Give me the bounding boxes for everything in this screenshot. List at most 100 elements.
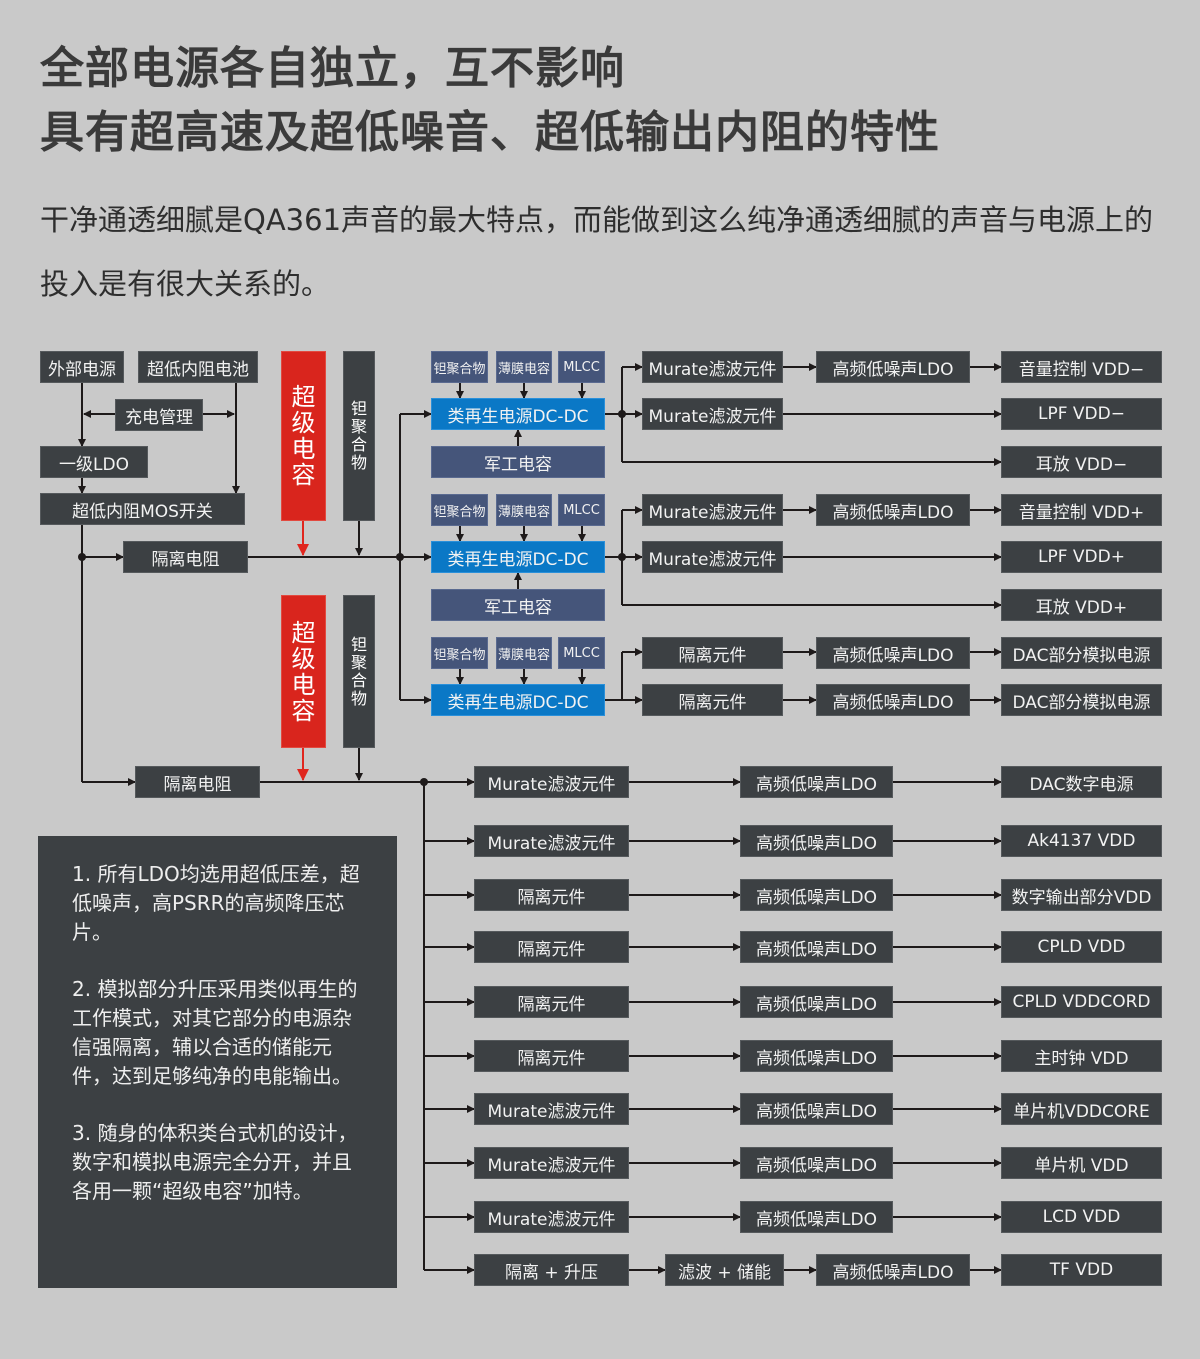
power-output-box: 音量控制 VDD+ xyxy=(1001,494,1162,526)
supercap-char: 容 xyxy=(291,696,316,725)
supercap-char: 超 xyxy=(291,383,316,411)
charge-management-box: 充电管理 xyxy=(115,399,203,431)
power-output-box: LPF VDD+ xyxy=(1001,541,1162,573)
dcdc-converter-box: 类再生电源DC-DC xyxy=(431,684,605,716)
low-noise-ldo-box: 高频低噪声LDO xyxy=(816,684,970,716)
mos-switch-box: 超低内阻MOS开关 xyxy=(40,493,245,525)
isolation-resistor-box: 隔离电阻 xyxy=(135,766,260,798)
supercap-char: 级 xyxy=(291,644,316,673)
headline-line-2: 具有超高速及超低噪音、超低输出内阻的特性 xyxy=(40,107,940,158)
junction-dot xyxy=(618,410,626,418)
dcdc-converter-box: 类再生电源DC-DC xyxy=(431,541,605,573)
filter-component-box: Murate滤波元件 xyxy=(474,1147,629,1179)
filter-component-box: 隔离元件 xyxy=(474,1040,629,1072)
tantalum-char: 合 xyxy=(350,435,367,454)
tantalum-polymer-box: 钽聚合物 xyxy=(343,595,375,748)
film-cap-box: 薄膜电容 xyxy=(496,637,552,669)
tantalum-char: 合 xyxy=(350,670,367,690)
tantalum-char: 钽 xyxy=(350,399,367,418)
low-noise-ldo-box: 高频低噪声LDO xyxy=(816,637,970,669)
notes-panel: 1. 所有LDO均选用超低压差，超低噪声，高PSRR的高频降压芯片。 2. 模拟… xyxy=(38,836,397,1288)
note-1: 1. 所有LDO均选用超低压差，超低噪声，高PSRR的高频降压芯片。 xyxy=(72,862,360,944)
filter-component-box: 隔离元件 xyxy=(642,637,783,669)
filter-component-box: Murate滤波元件 xyxy=(642,398,783,430)
military-capacitor-box: 军工电容 xyxy=(431,446,605,478)
filter-component-box: Murate滤波元件 xyxy=(642,541,783,573)
tantalum-char: 聚 xyxy=(350,417,367,436)
junction-dot xyxy=(78,553,86,561)
isolation-resistor-box: 隔离电阻 xyxy=(123,541,248,573)
low-noise-ldo-box: 高频低噪声LDO xyxy=(816,351,970,383)
low-noise-ldo-box: 高频低噪声LDO xyxy=(740,1147,893,1179)
tantalum-char: 物 xyxy=(350,688,367,708)
power-output-box: 单片机 VDD xyxy=(1001,1147,1162,1179)
low-noise-ldo-box: 高频低噪声LDO xyxy=(740,1040,893,1072)
mlcc-box: MLCC xyxy=(558,351,605,383)
filter-component-box: Murate滤波元件 xyxy=(642,351,783,383)
low-noise-ldo-box: 高频低噪声LDO xyxy=(740,1093,893,1125)
low-noise-ldo-box: 高频低噪声LDO xyxy=(740,931,893,963)
intro-paragraph: 干净通透细腻是QA361声音的最大特点，而能做到这么纯净通透细腻的声音与电源上的… xyxy=(40,203,1154,301)
military-capacitor-box: 军工电容 xyxy=(431,589,605,621)
supercapacitor-box: 超级电容 xyxy=(281,595,326,748)
tantalum-polymer-cap-box: 钽聚合物 xyxy=(431,494,488,526)
low-noise-ldo-box: 高频低噪声LDO xyxy=(740,766,893,798)
tantalum-char: 钽 xyxy=(350,634,367,654)
power-output-box: 单片机VDDCORE xyxy=(1001,1093,1162,1125)
filter-component-box: Murate滤波元件 xyxy=(474,825,629,857)
tantalum-polymer-cap-box: 钽聚合物 xyxy=(431,637,488,669)
filter-storage-box: 滤波 + 储能 xyxy=(665,1254,784,1286)
film-cap-box: 薄膜电容 xyxy=(496,351,552,383)
low-noise-ldo-box: 高频低噪声LDO xyxy=(816,1254,970,1286)
tantalum-char: 聚 xyxy=(350,652,367,672)
low-noise-ldo-box: 高频低噪声LDO xyxy=(816,494,970,526)
power-output-box: 音量控制 VDD− xyxy=(1001,351,1162,383)
junction-dot xyxy=(618,553,626,561)
headline-line-1: 全部电源各自独立，互不影响 xyxy=(40,43,625,94)
tantalum-polymer-cap-box: 钽聚合物 xyxy=(431,351,488,383)
filter-component-box: Murate滤波元件 xyxy=(642,494,783,526)
filter-component-box: 隔离元件 xyxy=(474,931,629,963)
dcdc-converter-box: 类再生电源DC-DC xyxy=(431,398,605,430)
low-noise-ldo-box: 高频低噪声LDO xyxy=(740,1201,893,1233)
external-power-box: 外部电源 xyxy=(40,351,124,383)
power-output-box: DAC部分模拟电源 xyxy=(1001,684,1162,716)
power-output-box: 主时钟 VDD xyxy=(1001,1040,1162,1072)
supercap-char: 级 xyxy=(291,409,316,437)
filter-component-box: Murate滤波元件 xyxy=(474,1093,629,1125)
tantalum-char: 物 xyxy=(350,453,367,472)
supercapacitor-box: 超级电容 xyxy=(281,351,326,521)
low-noise-ldo-box: 高频低噪声LDO xyxy=(740,825,893,857)
supercap-char: 电 xyxy=(291,670,316,699)
power-output-box: DAC部分模拟电源 xyxy=(1001,637,1162,669)
mlcc-box: MLCC xyxy=(558,637,605,669)
note-2: 2. 模拟部分升压采用类似再生的工作模式，对其它部分的电源杂信强隔离，辅以合适的… xyxy=(72,977,358,1088)
power-output-box: CPLD VDDCORD xyxy=(1001,986,1162,1018)
filter-component-box: Murate滤波元件 xyxy=(474,1201,629,1233)
first-stage-ldo-box: 一级LDO xyxy=(40,446,148,478)
power-output-box: TF VDD xyxy=(1001,1254,1162,1286)
power-output-box: 耳放 VDD+ xyxy=(1001,589,1162,621)
mlcc-box: MLCC xyxy=(558,494,605,526)
filter-component-box: 隔离 + 升压 xyxy=(474,1254,629,1286)
power-output-box: LPF VDD− xyxy=(1001,398,1162,430)
low-noise-ldo-box: 高频低噪声LDO xyxy=(740,879,893,911)
power-output-box: Ak4137 VDD xyxy=(1001,825,1162,857)
power-output-box: CPLD VDD xyxy=(1001,931,1162,963)
note-3: 3. 随身的体积类台式机的设计，数字和模拟电源完全分开，并且各用一颗“超级电容”… xyxy=(72,1121,358,1203)
film-cap-box: 薄膜电容 xyxy=(496,494,552,526)
supercap-char: 电 xyxy=(291,435,316,463)
filter-component-box: Murate滤波元件 xyxy=(474,766,629,798)
tantalum-polymer-box: 钽聚合物 xyxy=(343,351,375,521)
filter-component-box: 隔离元件 xyxy=(474,879,629,911)
filter-component-box: 隔离元件 xyxy=(642,684,783,716)
filter-component-box: 隔离元件 xyxy=(474,986,629,1018)
power-output-box: DAC数字电源 xyxy=(1001,766,1162,798)
power-output-box: LCD VDD xyxy=(1001,1201,1162,1233)
low-resistance-battery-box: 超低内阻电池 xyxy=(138,351,258,383)
power-output-box: 数字输出部分VDD xyxy=(1001,879,1162,911)
junction-dot xyxy=(420,778,428,786)
junction-dot xyxy=(396,553,404,561)
